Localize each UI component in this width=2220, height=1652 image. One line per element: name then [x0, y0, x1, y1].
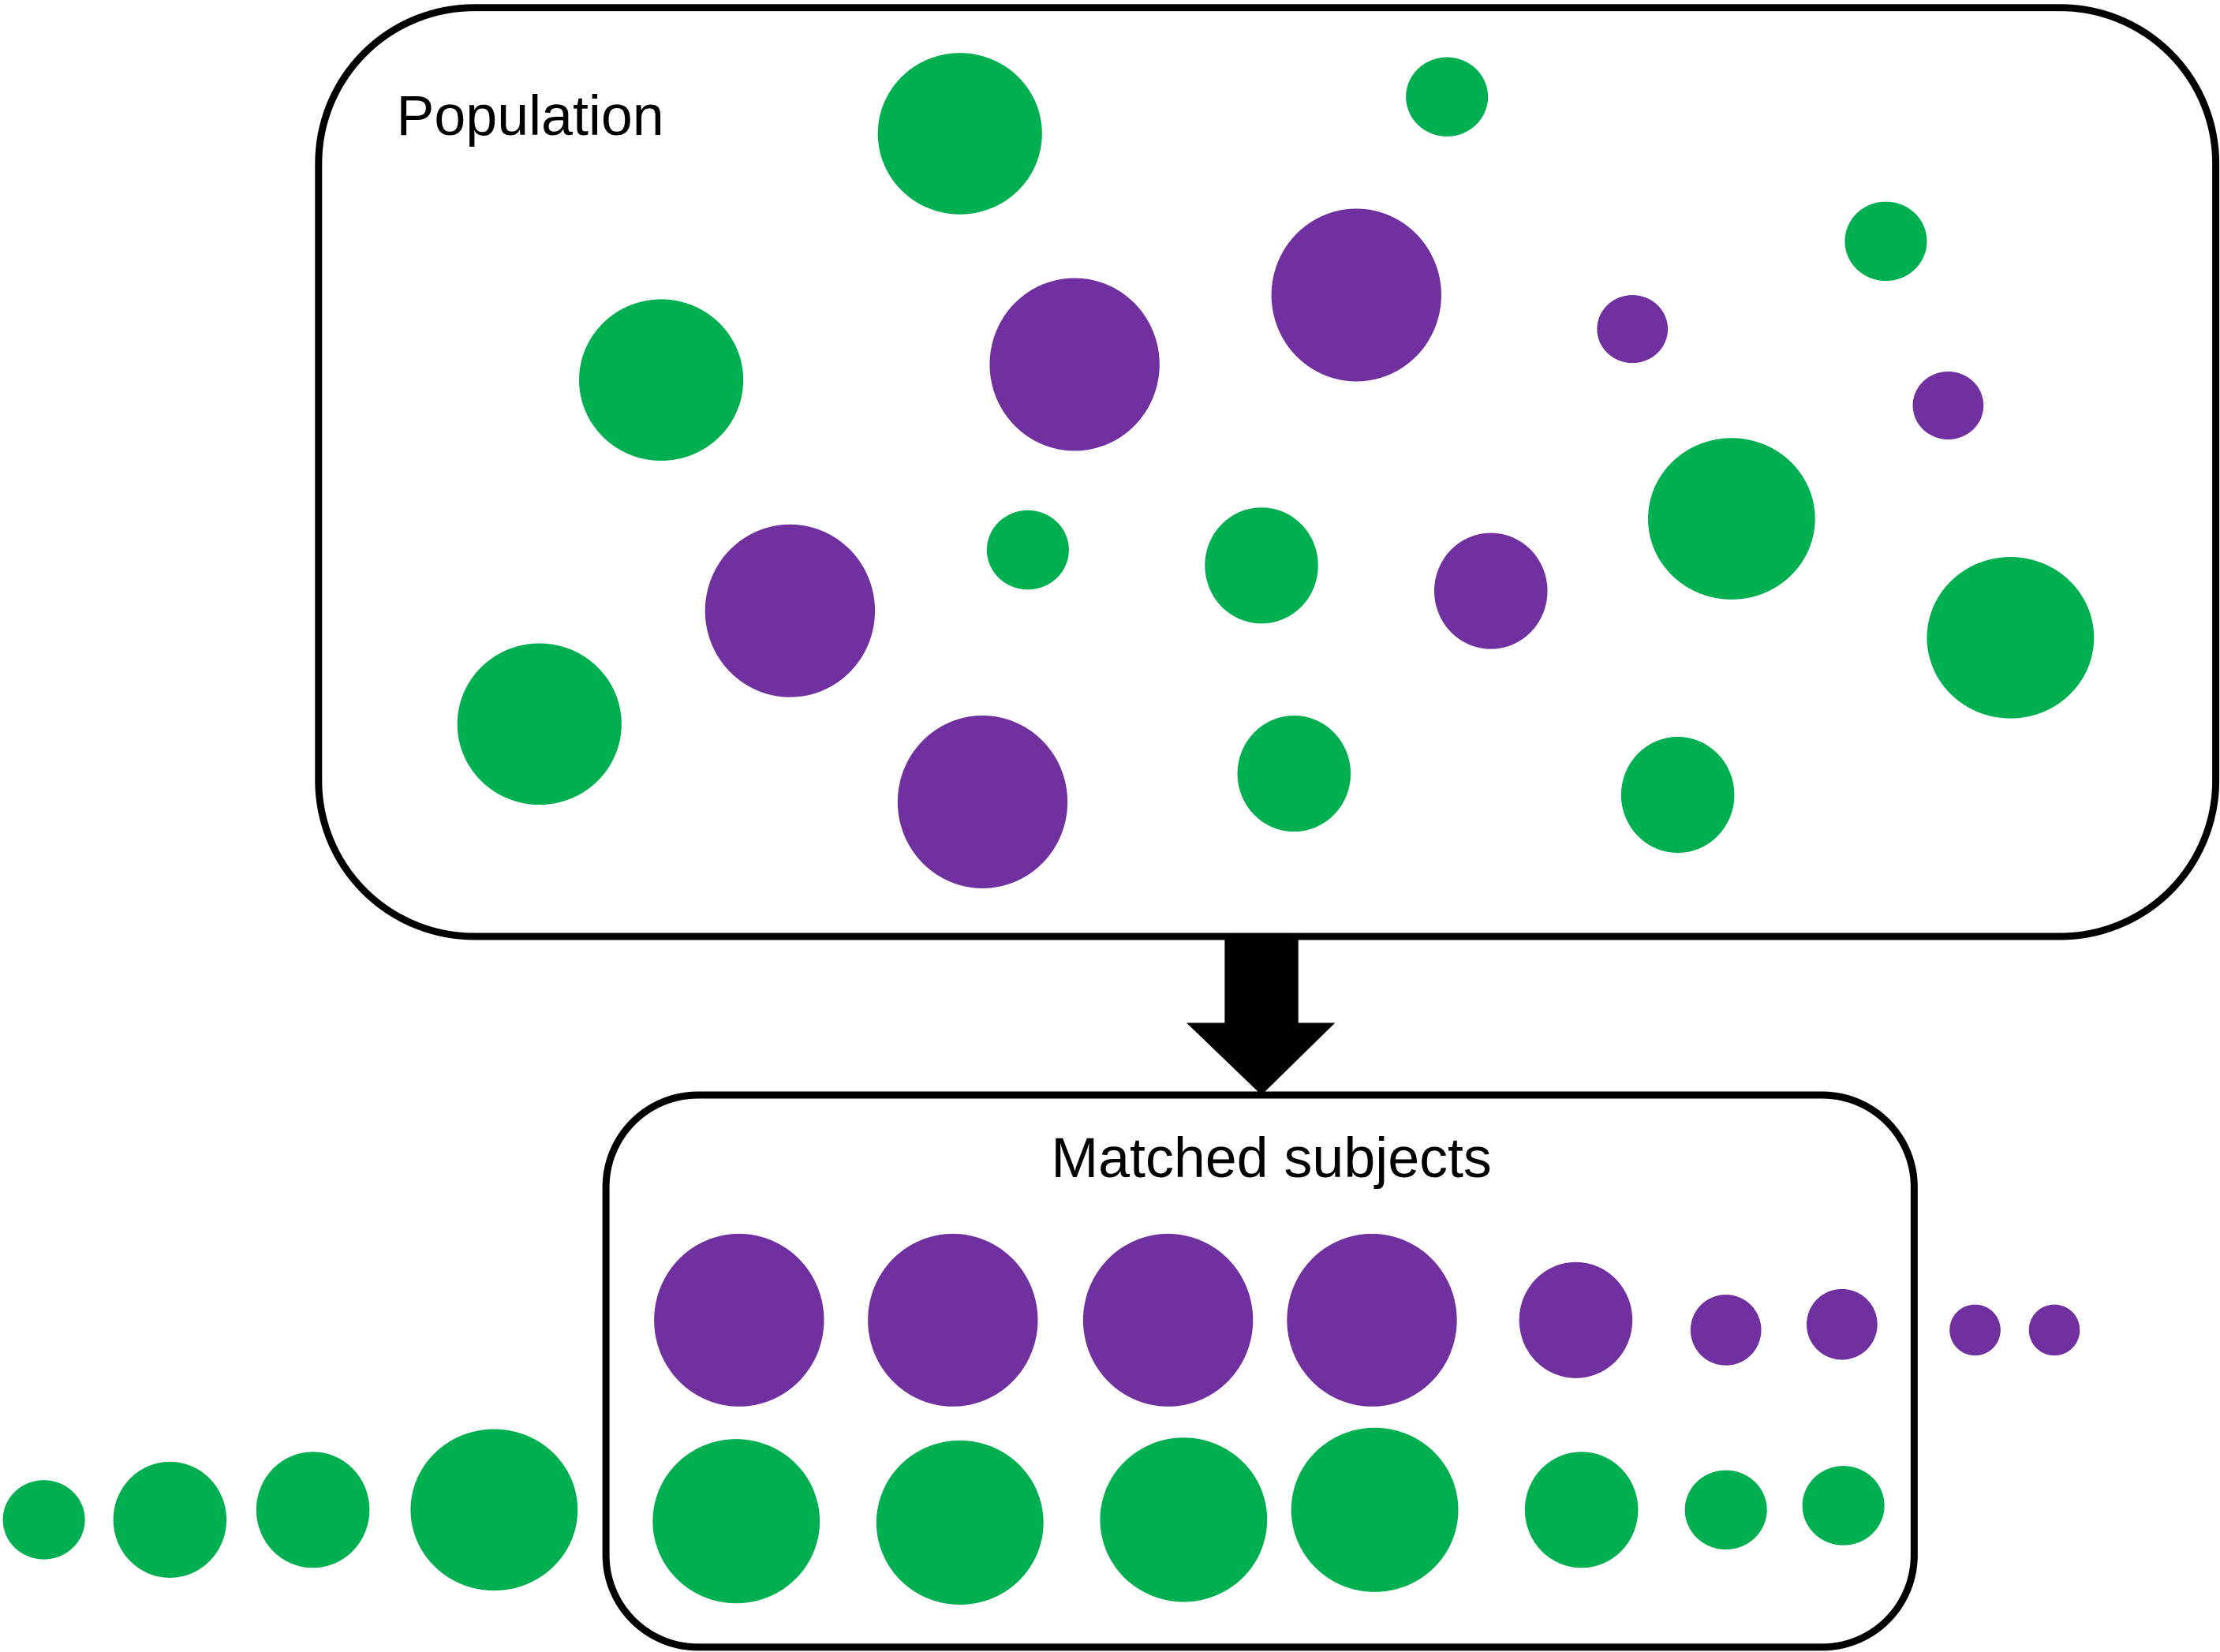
- matched-purple-circle: [1806, 1288, 1878, 1360]
- population-label: Population: [397, 84, 664, 148]
- population-circles: [457, 53, 2095, 888]
- matched-circles: [652, 1233, 1885, 1605]
- matched-purple-circle: [868, 1233, 1038, 1407]
- unmatched-purple-circle: [2028, 1304, 2080, 1356]
- population-green-circle: [1927, 557, 2095, 719]
- population-green-circle: [1406, 57, 1489, 137]
- population-green-circle: [1620, 736, 1735, 854]
- matched-subjects-box: [602, 1091, 1918, 1651]
- population-green-circle: [457, 643, 622, 805]
- matched-purple-circle: [1082, 1233, 1254, 1407]
- population-purple-circle: [989, 278, 1160, 451]
- matched-purple-circle: [1519, 1261, 1633, 1378]
- matched-green-circle: [1100, 1437, 1268, 1602]
- population-purple-circle: [897, 716, 1068, 888]
- population-purple-circle: [1912, 371, 1984, 440]
- population-purple-circle: [704, 524, 876, 697]
- matched-purple-circle: [654, 1233, 824, 1407]
- population-green-circle: [877, 53, 1042, 215]
- population-green-circle: [986, 510, 1069, 590]
- unmatched-green-circle: [410, 1429, 578, 1591]
- population-green-circle: [1205, 507, 1318, 624]
- matched-purple-circle: [1287, 1233, 1457, 1407]
- population-green-circle: [1647, 438, 1815, 600]
- matched-green-circle: [1291, 1427, 1459, 1592]
- matched-green-circle: [876, 1440, 1044, 1605]
- matched-green-circle: [1684, 1470, 1767, 1550]
- unmatched-green-circle: [2, 1480, 85, 1560]
- matched-subjects-label: Matched subjects: [1051, 1127, 1491, 1190]
- population-purple-circle: [1271, 208, 1441, 382]
- matched-green-circle: [652, 1439, 820, 1604]
- matched-purple-circle: [1690, 1295, 1762, 1366]
- unmatched-green-circle: [256, 1452, 370, 1568]
- unmatched-purple-circle: [1949, 1304, 2001, 1356]
- population-green-circle: [1237, 716, 1351, 832]
- matched-green-circle: [1524, 1452, 1639, 1568]
- population-green-circle: [1844, 201, 1927, 282]
- population-purple-circle: [1433, 533, 1548, 649]
- unmatched-green-circle: [113, 1461, 227, 1578]
- unmatched-circles: [2, 1304, 2080, 1591]
- population-green-circle: [579, 299, 744, 461]
- population-purple-circle: [1597, 295, 1669, 364]
- matched-green-circle: [1802, 1466, 1885, 1545]
- down-arrow-icon: [1186, 936, 1336, 1095]
